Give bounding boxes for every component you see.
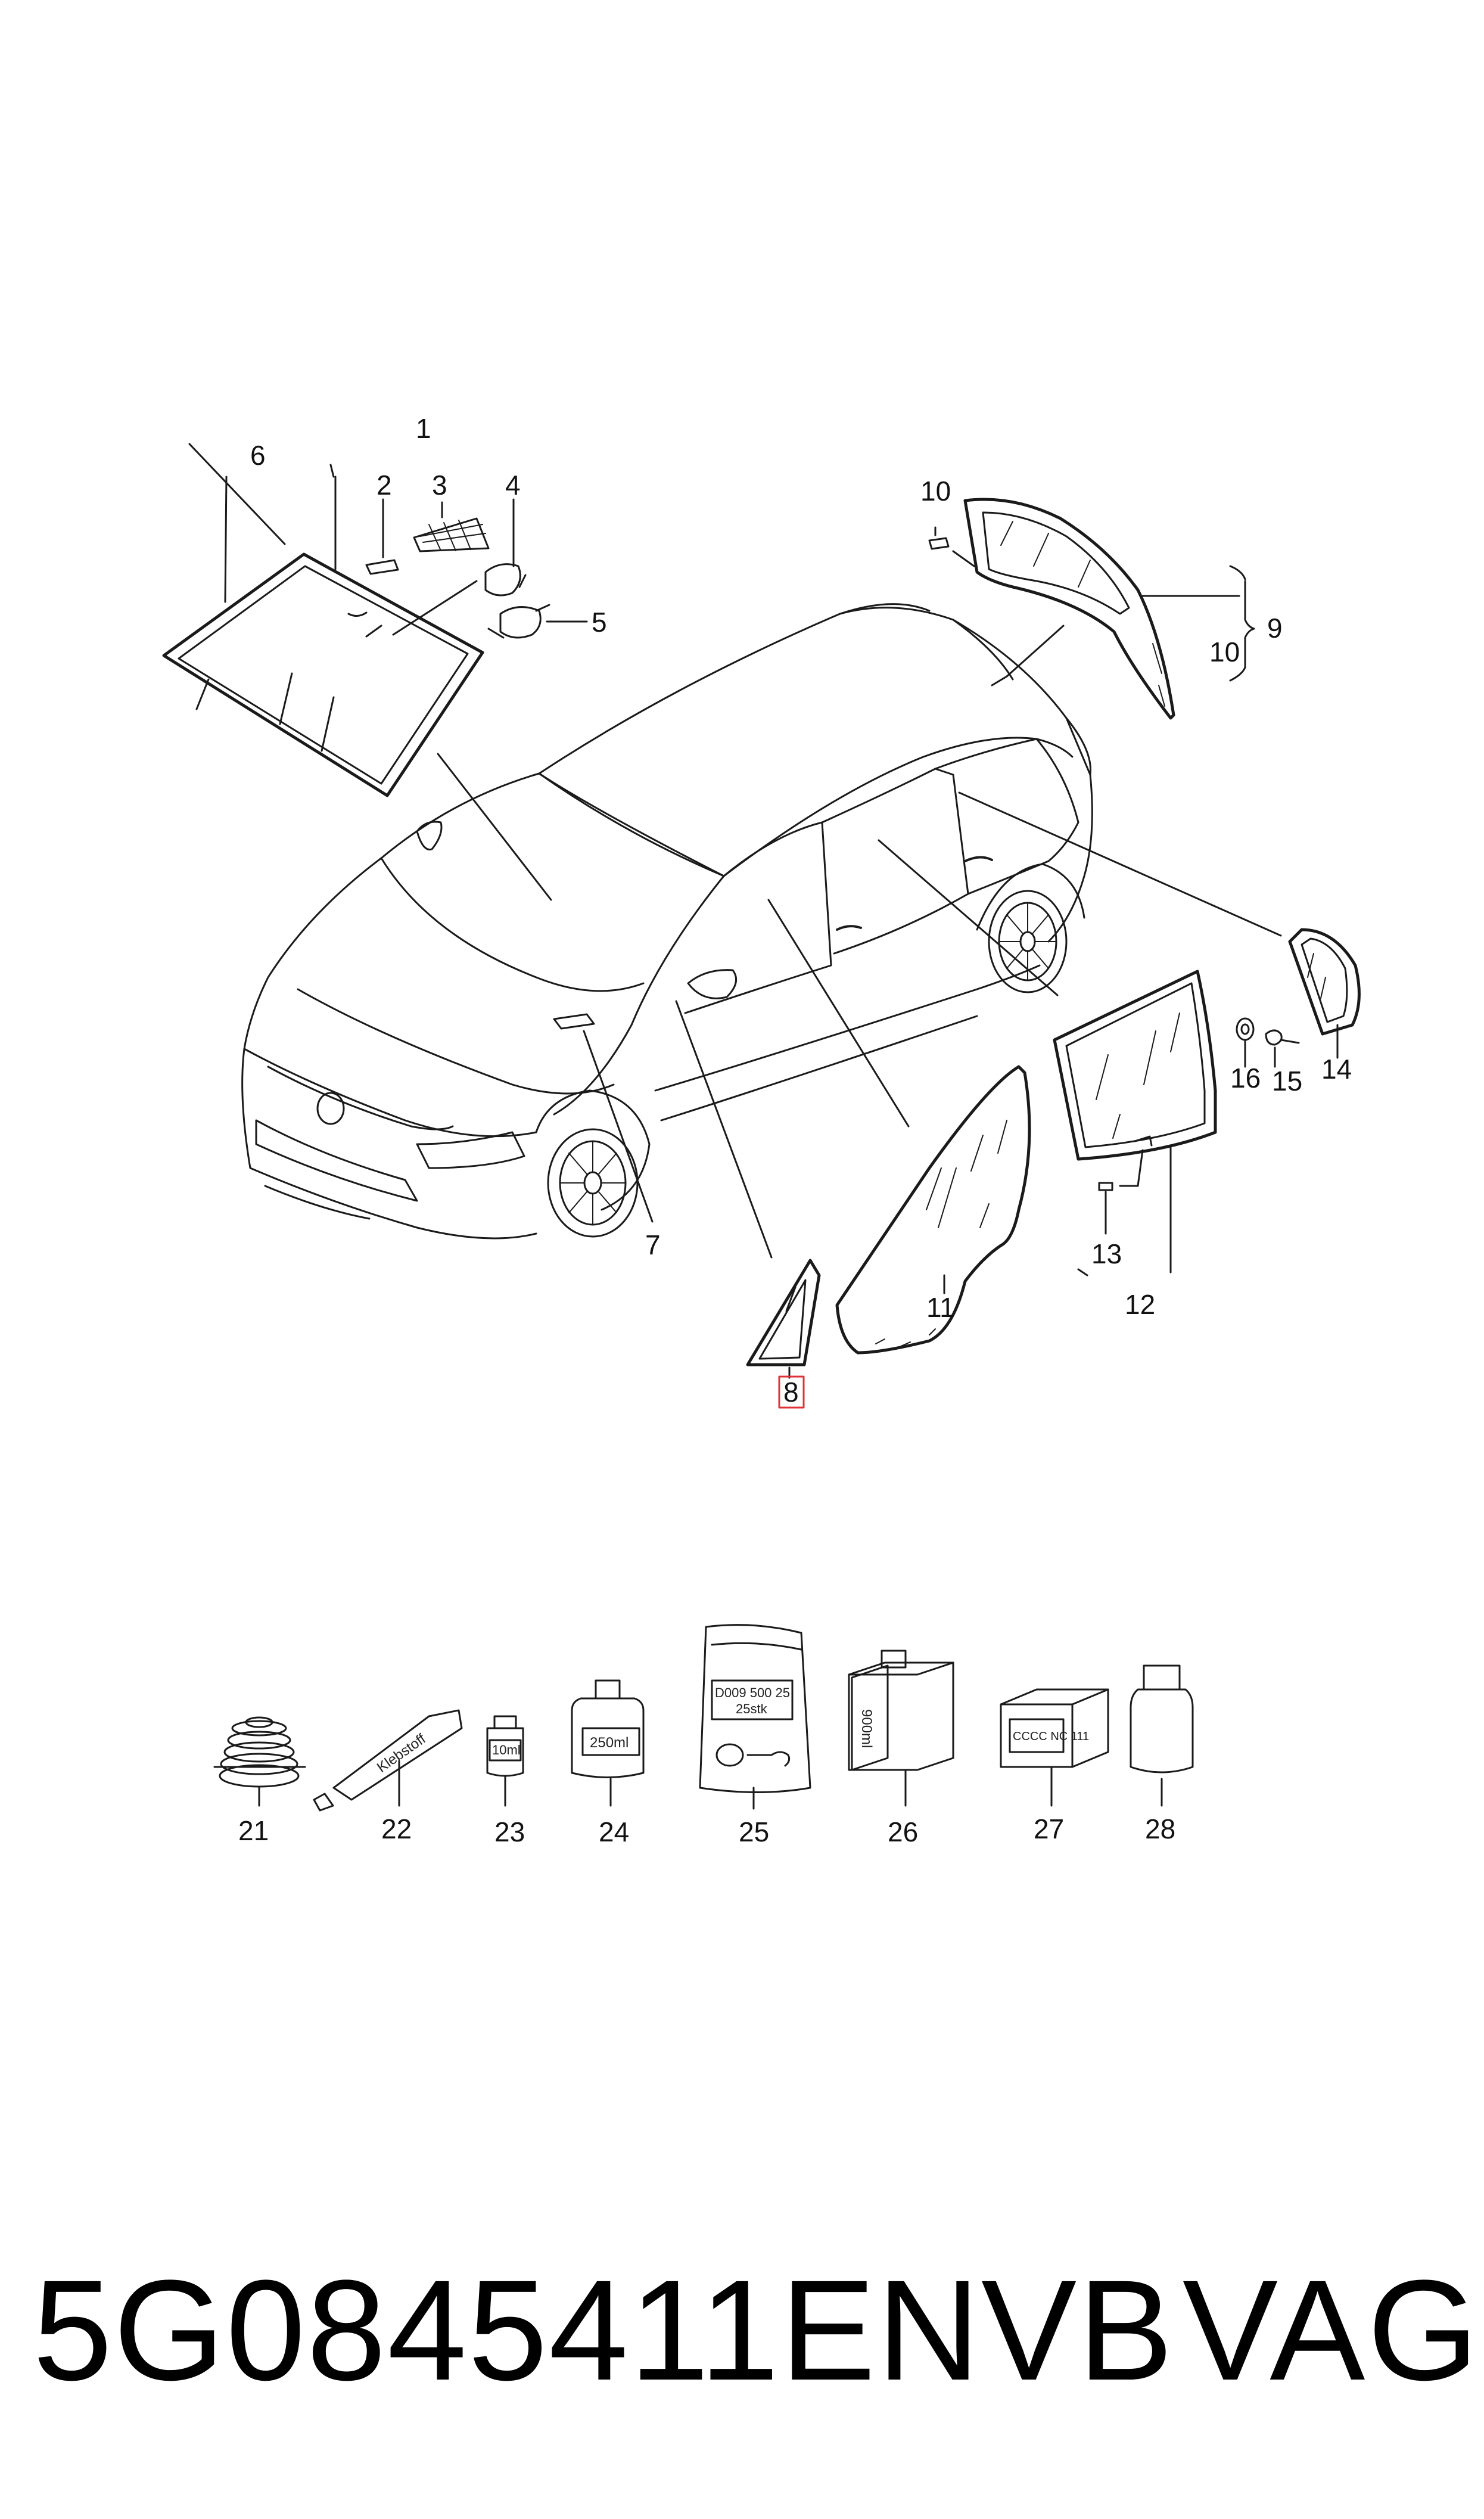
front-door-glass [769, 900, 1029, 1353]
callout-9: 9 [1267, 613, 1283, 644]
callout-21: 21 [238, 1815, 269, 1846]
windshield [164, 554, 483, 796]
brand-name: VAG [1183, 2250, 1482, 2410]
callout-14: 14 [1321, 1054, 1352, 1085]
parts-bag [700, 1625, 810, 1809]
small-bottle [487, 1716, 523, 1806]
bracket-1 [331, 465, 334, 477]
glass-cleaner-box [849, 1651, 953, 1806]
callout-6: 6 [250, 440, 266, 471]
callout-24: 24 [599, 1816, 629, 1847]
rear-quarter-glass [959, 793, 1359, 1067]
callout-2: 2 [377, 470, 392, 501]
callout-10-top: 10 [920, 476, 951, 507]
callout-3: 3 [432, 470, 447, 501]
rear-window [929, 499, 1254, 718]
callout-12: 12 [1125, 1289, 1155, 1320]
rain-sensor-cover [366, 499, 398, 574]
callout-13: 13 [1091, 1238, 1122, 1269]
box-label: 900ml [858, 1709, 875, 1748]
callout-10-bracket: 10 [1209, 636, 1240, 667]
bag-label-line1: D009 500 25 [715, 1685, 790, 1700]
callout-1: 1 [416, 413, 431, 444]
sensor-mesh-cover [414, 502, 489, 551]
callout-11: 11 [926, 1292, 955, 1323]
front-quarter-glass [676, 1001, 819, 1378]
callout-27: 27 [1034, 1813, 1064, 1844]
car-outline [242, 604, 1093, 1238]
callout-22: 22 [381, 1813, 412, 1844]
callout-5: 5 [592, 607, 607, 638]
carton-label: CCCC NC 111 [1013, 1730, 1089, 1743]
callout-25: 25 [739, 1816, 769, 1847]
callout-15: 15 [1272, 1066, 1302, 1097]
callout-23: 23 [494, 1816, 525, 1847]
rain-light-sensor [393, 499, 587, 638]
small-bottle-label: 10ml [492, 1743, 521, 1757]
windshield-trim-strip [189, 444, 285, 544]
part-number: 5G0845411ENVB [33, 2250, 1175, 2410]
callout-8[interactable]: 8 [783, 1377, 799, 1408]
callout-26: 26 [888, 1816, 918, 1847]
callout-7: 7 [645, 1229, 661, 1260]
bag-label-line2: 25stk [736, 1701, 768, 1716]
rear-door-glass [879, 840, 1215, 1275]
can-label: 250ml [590, 1735, 629, 1751]
cartridge-carton [1001, 1689, 1108, 1806]
highlight-box-8[interactable] [779, 1377, 804, 1408]
callout-16: 16 [1230, 1063, 1261, 1094]
callout-4: 4 [505, 470, 521, 501]
callout-28: 28 [1145, 1813, 1175, 1844]
adhesive-tube [314, 1710, 462, 1810]
primer-can [572, 1681, 643, 1806]
sealing-foam-roll [214, 1717, 305, 1806]
cowl-trim-part [554, 1014, 652, 1222]
activator-bottle [1131, 1666, 1193, 1806]
